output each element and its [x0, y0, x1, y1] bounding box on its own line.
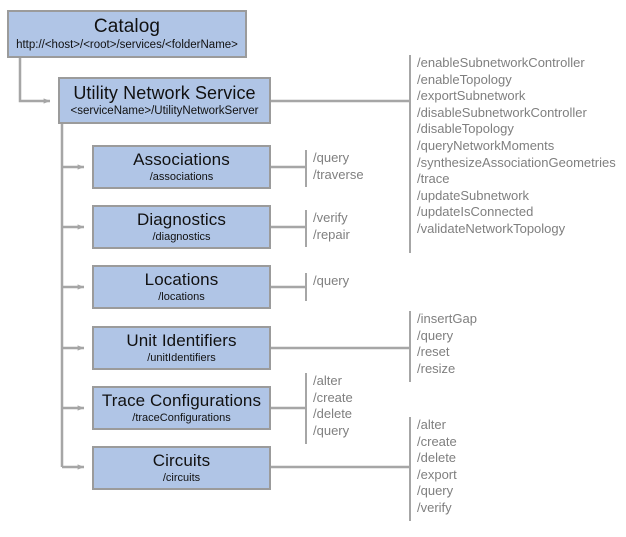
- node-diagnostics-title: Diagnostics: [137, 210, 226, 229]
- node-diagnostics[interactable]: Diagnostics /diagnostics: [92, 205, 271, 249]
- node-trace-configurations-path: /traceConfigurations: [132, 412, 231, 424]
- operation-name[interactable]: /validateNetworkTopology: [417, 220, 566, 236]
- operation-name[interactable]: /disableSubnetworkController: [417, 104, 587, 120]
- operation-name[interactable]: /query: [417, 327, 454, 343]
- node-circuits-path: /circuits: [162, 472, 201, 484]
- operations-unit-identifiers: /insertGap/query/reset/resize: [409, 311, 477, 382]
- node-circuits-title: Circuits: [152, 451, 211, 470]
- node-trace-configurations[interactable]: Trace Configurations /traceConfiguration…: [92, 386, 271, 430]
- operation-name[interactable]: /delete: [417, 450, 457, 466]
- operation-name[interactable]: /reset: [417, 344, 450, 360]
- operation-name[interactable]: /synthesizeAssociationGeometries: [417, 154, 616, 170]
- node-utility-network-service-path: <serviceName>/UtilityNetworkServer: [70, 105, 259, 117]
- operation-name[interactable]: /exportSubnetwork: [417, 88, 526, 104]
- node-associations-title: Associations: [133, 150, 230, 169]
- operation-name[interactable]: /disableTopology: [417, 121, 514, 137]
- operation-name[interactable]: /alter: [313, 373, 342, 388]
- operation-name[interactable]: /updateIsConnected: [417, 204, 534, 220]
- operation-name[interactable]: /query: [313, 422, 350, 438]
- operation-name[interactable]: /enableSubnetworkController: [417, 55, 585, 70]
- operation-name[interactable]: /create: [313, 389, 353, 405]
- node-catalog-path: http://<host>/<root>/services/<folderNam…: [16, 39, 238, 51]
- edge-catalog-to-uns: [18, 57, 51, 104]
- operation-name[interactable]: /insertGap: [417, 311, 477, 326]
- operations-associations: /query/traverse: [305, 150, 364, 187]
- node-utility-network-service[interactable]: Utility Network Service <serviceName>/Ut…: [58, 77, 271, 124]
- operation-name[interactable]: /query: [313, 150, 350, 165]
- operation-name[interactable]: /delete: [313, 406, 353, 422]
- node-catalog-title: Catalog: [93, 16, 161, 37]
- operations-locations: /query: [305, 273, 349, 301]
- operation-name[interactable]: /trace: [417, 171, 450, 187]
- operations-utility-network-service: /enableSubnetworkController/enableTopolo…: [409, 55, 616, 253]
- node-locations[interactable]: Locations /locations: [92, 265, 271, 309]
- node-locations-path: /locations: [158, 291, 205, 303]
- operation-name[interactable]: /updateSubnetwork: [417, 187, 530, 203]
- operations-trace-configurations: /alter/create/delete/query: [305, 373, 353, 444]
- node-associations[interactable]: Associations /associations: [92, 145, 271, 189]
- node-associations-path: /associations: [149, 171, 214, 183]
- operation-name[interactable]: /verify: [417, 499, 452, 515]
- operations-circuits: /alter/create/delete/export/query/verify: [409, 417, 457, 521]
- operation-name[interactable]: /verify: [313, 210, 348, 225]
- operation-name[interactable]: /create: [417, 433, 457, 449]
- node-utility-network-service-title: Utility Network Service: [73, 83, 256, 103]
- operation-name[interactable]: /query: [313, 273, 350, 288]
- operations-diagnostics: /verify/repair: [305, 210, 350, 247]
- node-unit-identifiers[interactable]: Unit Identifiers /unitIdentifiers: [92, 326, 271, 370]
- operation-name[interactable]: /queryNetworkMoments: [417, 137, 555, 153]
- operation-name[interactable]: /resize: [417, 360, 456, 376]
- operation-name[interactable]: /enableTopology: [417, 71, 512, 87]
- node-circuits[interactable]: Circuits /circuits: [92, 446, 271, 490]
- node-locations-title: Locations: [144, 270, 219, 289]
- operation-name[interactable]: /export: [417, 466, 457, 482]
- operation-name[interactable]: /repair: [313, 226, 350, 242]
- operation-name[interactable]: /query: [417, 483, 454, 499]
- node-catalog[interactable]: Catalog http://<host>/<root>/services/<f…: [7, 10, 247, 58]
- node-unit-identifiers-title: Unit Identifiers: [126, 331, 237, 350]
- operation-name[interactable]: /alter: [417, 417, 446, 432]
- node-diagnostics-path: /diagnostics: [152, 231, 211, 243]
- operation-name[interactable]: /traverse: [313, 166, 364, 182]
- node-trace-configurations-title: Trace Configurations: [101, 391, 262, 410]
- node-unit-identifiers-path: /unitIdentifiers: [147, 352, 216, 364]
